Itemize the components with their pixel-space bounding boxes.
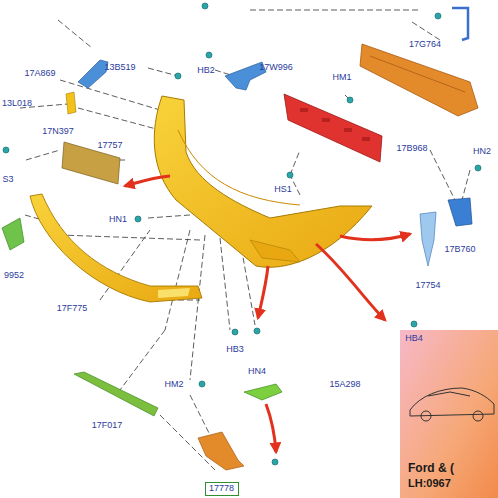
part-number-box: 17778: [205, 482, 239, 496]
callout-number: 17A869: [24, 69, 55, 78]
callout-number: 17F775: [57, 304, 88, 313]
callout-number: 13L018: [2, 99, 32, 108]
watermark-banner: Ford & (LH:0967: [404, 458, 458, 494]
callout-number: 9952: [4, 271, 24, 280]
callout-number: HN2: [473, 147, 491, 156]
callout-number: HM1: [332, 73, 351, 82]
watermark-text: LH:0967: [408, 476, 454, 491]
callout-number: HB3: [226, 345, 244, 354]
callout-number: HB4: [405, 334, 423, 343]
callout-number: 17N397: [42, 127, 74, 136]
callout-number: 17754: [415, 281, 440, 290]
callout-number: 17W996: [259, 63, 293, 72]
callout-number: 17G764: [409, 40, 441, 49]
callout-number: HN4: [248, 367, 266, 376]
callout-number: 17757: [97, 141, 122, 150]
callout-number: HN1: [109, 215, 127, 224]
callout-number: 15A298: [329, 380, 360, 389]
callout-number: 17B968: [396, 144, 427, 153]
callout-number: 13B519: [104, 63, 135, 72]
callout-number: 17B760: [444, 245, 475, 254]
callout-number: HM2: [164, 380, 183, 389]
callout-number: HB2: [197, 66, 215, 75]
callout-number: HS1: [274, 185, 292, 194]
callout-number: S3: [2, 175, 13, 184]
callout-number: 17F017: [92, 421, 123, 430]
callout-number: 17778: [209, 484, 235, 494]
watermark-text: Ford & (: [408, 460, 454, 476]
